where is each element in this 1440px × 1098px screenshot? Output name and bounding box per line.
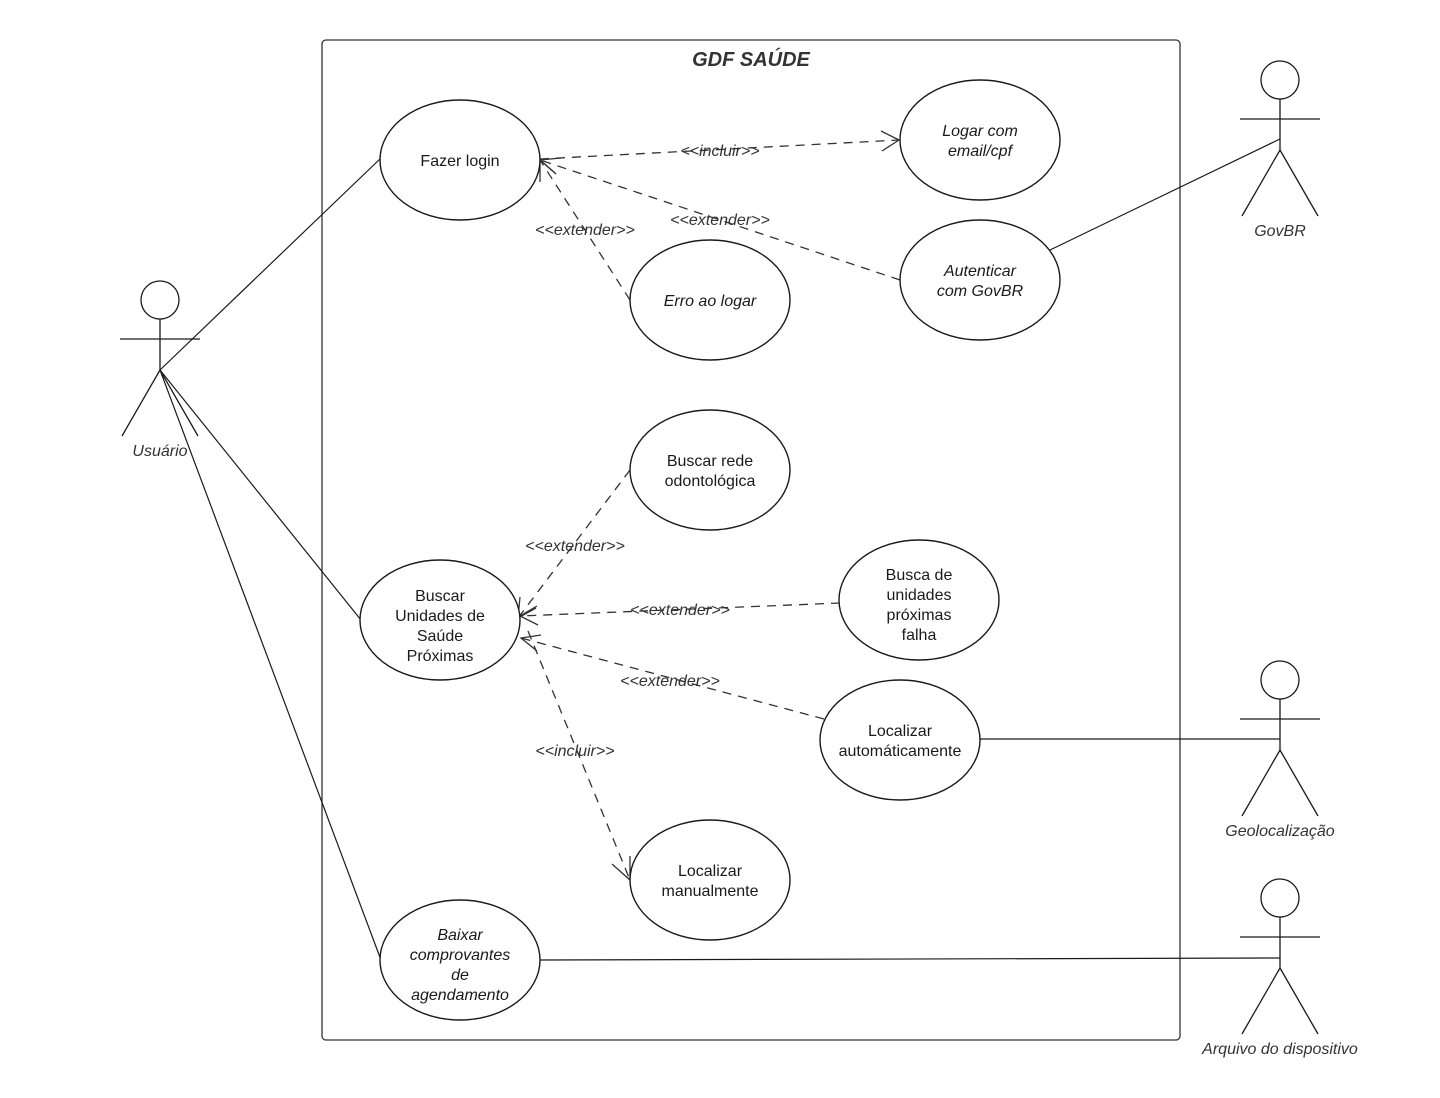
use-case-label: Baixar bbox=[437, 927, 483, 944]
rel-extender-auto-arrowhead bbox=[519, 634, 542, 652]
label-incluir-login: <<incluir>> bbox=[680, 143, 759, 160]
use-case-label: agendamento bbox=[411, 987, 509, 1004]
use-case-buscar-unidades[interactable]: Buscar Unidades de Saúde Próximas bbox=[359, 559, 521, 681]
actor-label: Arquivo do dispositivo bbox=[1201, 1041, 1358, 1058]
stick-figure-icon bbox=[120, 280, 200, 437]
use-case-label: automáticamente bbox=[839, 743, 962, 760]
use-case-label: manualmente bbox=[662, 883, 759, 900]
use-case-erro-ao-logar[interactable]: Erro ao logar bbox=[629, 239, 791, 361]
use-case-label: Próximas bbox=[407, 648, 474, 665]
assoc-usuario-baixar bbox=[159, 369, 382, 961]
actor-label: GovBR bbox=[1254, 223, 1306, 240]
use-case-label: Localizar bbox=[678, 863, 743, 880]
use-case-autenticar-govbr[interactable]: Autenticar com GovBR bbox=[899, 219, 1061, 341]
rel-incluir-login-line bbox=[539, 139, 900, 160]
label-extender-falha: <<extender>> bbox=[630, 602, 730, 619]
stick-figure-icon bbox=[1240, 878, 1320, 1035]
use-case-buscar-rede-odontologica[interactable]: Buscar rede odontológica bbox=[629, 409, 791, 531]
rel-extender-erro-line bbox=[539, 159, 631, 301]
rel-extender-falha-line bbox=[519, 602, 841, 617]
actor-arquivo-do-dispositivo[interactable]: Arquivo do dispositivo bbox=[1201, 878, 1358, 1058]
use-case-label: Buscar rede bbox=[667, 453, 753, 470]
use-case-label: falha bbox=[902, 627, 937, 644]
stick-figure-icon bbox=[1240, 660, 1320, 817]
use-case-localizar-manualmente[interactable]: Localizar manualmente bbox=[629, 819, 791, 941]
actor-usuario[interactable]: Usuário bbox=[120, 280, 200, 460]
use-case-label: com GovBR bbox=[937, 283, 1024, 300]
label-extender-erro: <<extender>> bbox=[535, 222, 635, 239]
label-incluir-manual: <<incluir>> bbox=[535, 743, 614, 760]
assoc-arquivo-baixar bbox=[539, 957, 1281, 961]
assoc-usuario-buscar bbox=[159, 369, 362, 621]
use-case-label: email/cpf bbox=[948, 143, 1014, 160]
assoc-usuario-login bbox=[159, 157, 382, 371]
use-case-label: Fazer login bbox=[420, 153, 499, 170]
use-case-baixar-comprovantes[interactable]: Baixar comprovantes de agendamento bbox=[379, 899, 541, 1021]
assoc-govbr-autenticar bbox=[1049, 138, 1281, 251]
label-extender-govbr: <<extender>> bbox=[670, 212, 770, 229]
use-case-label: Localizar bbox=[868, 723, 933, 740]
use-case-label: comprovantes bbox=[410, 947, 511, 964]
use-case-label: Buscar bbox=[415, 588, 465, 605]
label-extender-auto: <<extender>> bbox=[620, 673, 720, 690]
use-case-label: Busca de bbox=[886, 567, 953, 584]
use-case-label: próximas bbox=[887, 607, 952, 624]
use-case-label: odontológica bbox=[665, 473, 756, 490]
rel-incluir-manual-line bbox=[527, 630, 631, 881]
use-case-busca-falha[interactable]: Busca de unidades próximas falha bbox=[838, 539, 1000, 661]
actor-label: Geolocalização bbox=[1225, 823, 1335, 840]
rel-incluir-login-arrowhead bbox=[880, 130, 901, 152]
use-case-label: Saúde bbox=[417, 628, 463, 645]
use-case-fazer-login[interactable]: Fazer login bbox=[379, 99, 541, 221]
use-case-label: Autenticar bbox=[943, 263, 1017, 280]
use-case-label: de bbox=[451, 967, 469, 984]
use-case-localizar-automaticamente[interactable]: Localizar automáticamente bbox=[819, 679, 981, 801]
actor-label: Usuário bbox=[132, 443, 187, 460]
actor-geolocalizacao[interactable]: Geolocalização bbox=[1225, 660, 1335, 840]
actor-govbr[interactable]: GovBR bbox=[1240, 60, 1320, 240]
use-case-label: unidades bbox=[887, 587, 952, 604]
use-case-logar-email-cpf[interactable]: Logar com email/cpf bbox=[899, 79, 1061, 201]
use-case-label: Logar com bbox=[942, 123, 1018, 140]
rel-extender-auto-line bbox=[520, 637, 825, 720]
stick-figure-icon bbox=[1240, 60, 1320, 217]
use-case-label: Erro ao logar bbox=[664, 293, 757, 310]
label-extender-odonto: <<extender>> bbox=[525, 538, 625, 555]
use-case-label: Unidades de bbox=[395, 608, 485, 625]
relationship-labels: <<incluir>> <<extender>> <<extender>> <<… bbox=[525, 143, 770, 760]
associations bbox=[159, 138, 1281, 961]
system-title: GDF SAÚDE bbox=[692, 47, 810, 71]
